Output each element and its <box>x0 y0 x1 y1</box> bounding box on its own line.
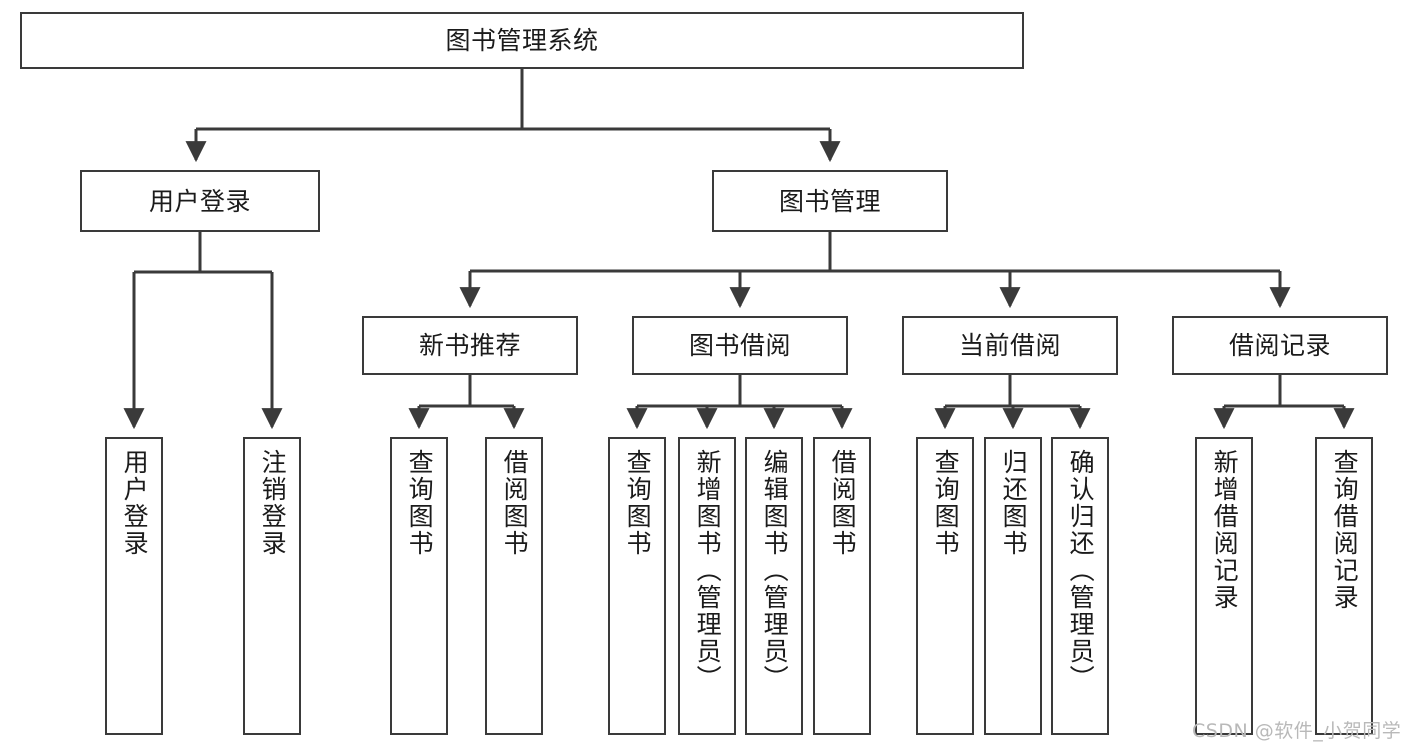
node-leaf-borrow-edit-book-label: 编辑图书（管理员） <box>760 449 790 692</box>
node-leaf-cur-return-book-label: 归还图书 <box>999 449 1029 557</box>
node-leaf-borrow-edit-book[interactable]: 编辑图书（管理员） <box>745 437 803 735</box>
node-leaf-cur-query-book[interactable]: 查询图书 <box>916 437 974 735</box>
node-book-manage-label: 图书管理 <box>778 186 881 216</box>
node-user-login-label: 用户登录 <box>148 186 251 216</box>
node-leaf-borrow-query-book-label: 查询图书 <box>623 449 653 557</box>
node-root[interactable]: 图书管理系统 <box>20 12 1024 69</box>
node-leaf-borrow-add-book-label: 新增图书（管理员） <box>693 449 723 692</box>
node-leaf-cur-query-book-label: 查询图书 <box>931 449 961 557</box>
node-book-manage[interactable]: 图书管理 <box>712 170 948 232</box>
node-root-label: 图书管理系统 <box>445 26 599 55</box>
node-leaf-user-logout[interactable]: 注销登录 <box>243 437 301 735</box>
node-leaf-rec-query-record-label: 查询借阅记录 <box>1330 449 1360 611</box>
node-leaf-user-login[interactable]: 用户登录 <box>105 437 163 735</box>
node-leaf-cur-confirm-return[interactable]: 确认归还（管理员） <box>1051 437 1109 735</box>
node-new-book-rec-label: 新书推荐 <box>418 331 521 360</box>
node-leaf-rec-query-record[interactable]: 查询借阅记录 <box>1315 437 1373 735</box>
node-user-login[interactable]: 用户登录 <box>80 170 320 232</box>
node-leaf-borrow-query-book[interactable]: 查询图书 <box>608 437 666 735</box>
node-leaf-borrow-add-book[interactable]: 新增图书（管理员） <box>678 437 736 735</box>
node-leaf-rec-add-record[interactable]: 新增借阅记录 <box>1195 437 1253 735</box>
node-leaf-rec-add-record-label: 新增借阅记录 <box>1210 449 1240 611</box>
node-new-book-rec[interactable]: 新书推荐 <box>362 316 578 375</box>
node-leaf-borrow-borrow-book-label: 借阅图书 <box>828 449 858 557</box>
node-leaf-rec-borrow-book-label: 借阅图书 <box>500 449 530 557</box>
node-leaf-borrow-borrow-book[interactable]: 借阅图书 <box>813 437 871 735</box>
node-leaf-cur-return-book[interactable]: 归还图书 <box>984 437 1042 735</box>
node-current-borrow[interactable]: 当前借阅 <box>902 316 1118 375</box>
node-borrow-record-label: 借阅记录 <box>1228 331 1331 360</box>
node-leaf-rec-query-book-label: 查询图书 <box>405 449 435 557</box>
node-book-borrow[interactable]: 图书借阅 <box>632 316 848 375</box>
node-leaf-rec-borrow-book[interactable]: 借阅图书 <box>485 437 543 735</box>
node-current-borrow-label: 当前借阅 <box>958 331 1061 360</box>
node-book-borrow-label: 图书借阅 <box>688 331 791 360</box>
node-leaf-user-logout-label: 注销登录 <box>258 449 288 557</box>
node-leaf-rec-query-book[interactable]: 查询图书 <box>390 437 448 735</box>
node-leaf-cur-confirm-return-label: 确认归还（管理员） <box>1066 449 1096 692</box>
csdn-watermark: CSDN @软件_小贺同学 <box>1192 720 1402 742</box>
node-borrow-record[interactable]: 借阅记录 <box>1172 316 1388 375</box>
node-leaf-user-login-label: 用户登录 <box>120 449 150 557</box>
